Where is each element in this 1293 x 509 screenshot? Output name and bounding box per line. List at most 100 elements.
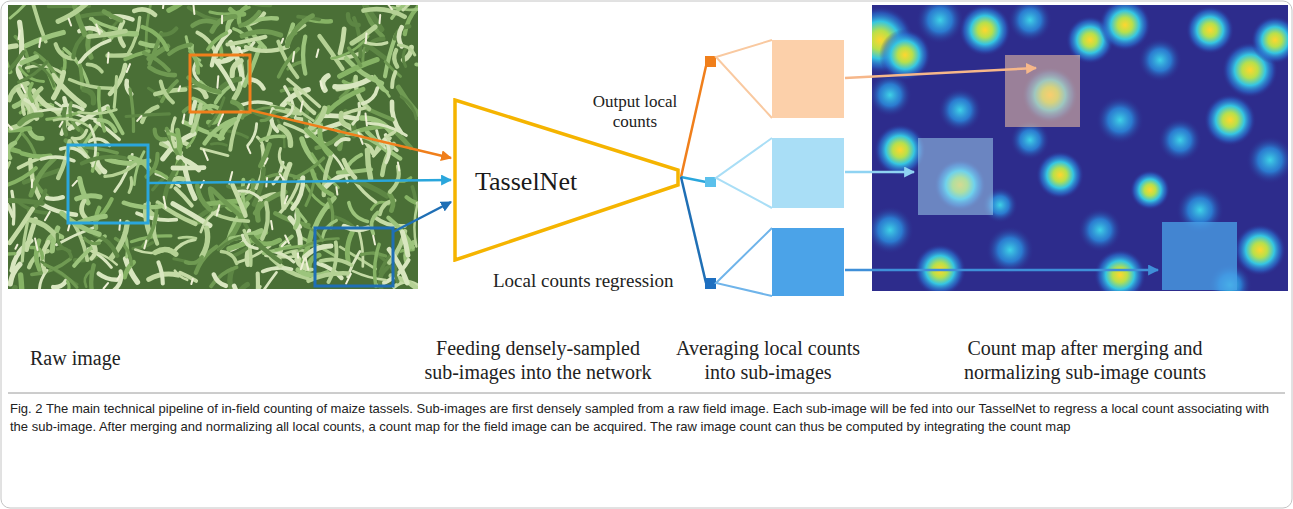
leaf (95, 235, 117, 256)
density-blob (1204, 94, 1256, 146)
leaf (134, 9, 155, 15)
density-blob (1130, 170, 1170, 210)
leaf (22, 85, 26, 92)
leaf (243, 235, 258, 248)
caption-rule (8, 393, 1285, 394)
leaf (87, 64, 102, 71)
feed-arrow (393, 202, 451, 232)
feed-arrow (250, 110, 451, 158)
density-blob (914, 244, 966, 291)
leaf (80, 40, 110, 62)
leaf (288, 79, 320, 106)
leaf (193, 5, 194, 14)
sub-image-count (772, 228, 844, 296)
leaf (8, 163, 10, 196)
leaf (53, 280, 66, 287)
leaf (242, 31, 281, 36)
leaf (216, 76, 219, 88)
leaf (349, 203, 368, 222)
leaf (179, 237, 196, 238)
leaf (359, 133, 363, 144)
map-square (1162, 222, 1237, 290)
leaf (390, 167, 399, 192)
leaf (73, 34, 87, 58)
leaf (389, 5, 392, 9)
density-blob (986, 226, 1034, 274)
leaf (262, 203, 268, 239)
leaf (285, 196, 288, 203)
leaf (281, 236, 292, 245)
leaf (15, 245, 17, 249)
leaf (358, 226, 363, 266)
leaf (282, 242, 286, 246)
figure-caption: Fig. 2 The main technical pipeline of in… (10, 400, 1282, 436)
leaf (19, 31, 20, 40)
leaf (137, 116, 141, 121)
leaf (183, 114, 185, 123)
leaf (64, 49, 88, 85)
leaf (172, 118, 175, 147)
leaf (73, 181, 77, 186)
leaf (312, 171, 332, 195)
leaf (129, 178, 131, 193)
leaf (162, 29, 177, 35)
leaf (162, 5, 165, 8)
leaf (74, 236, 105, 265)
leaf (82, 157, 125, 164)
merge-arrow (845, 68, 1036, 78)
sample-box (190, 55, 250, 112)
leaf (61, 281, 69, 289)
leaf (306, 258, 309, 270)
leaf (261, 136, 285, 140)
density-blobs (872, 5, 1288, 291)
leaf (261, 145, 270, 166)
density-blob (916, 5, 964, 44)
leaf (365, 43, 387, 45)
leaf (91, 265, 97, 289)
leaf (237, 285, 247, 290)
stage-label: Raw image (30, 346, 190, 370)
leaf (401, 97, 416, 119)
stage-label: Feeding densely-sampled sub-images into … (418, 336, 658, 384)
leaf (335, 80, 369, 88)
density-blob (1036, 151, 1084, 199)
leaf (186, 257, 202, 263)
leaf (394, 50, 397, 67)
leaf (287, 33, 296, 46)
leaf (188, 78, 219, 92)
density-blob (1158, 118, 1202, 162)
density-blob (872, 206, 914, 254)
leaf (297, 253, 299, 258)
leaf (22, 57, 37, 63)
local-count (705, 56, 716, 67)
leaf (279, 148, 286, 169)
leaf (69, 19, 72, 26)
output-line (681, 66, 706, 177)
leaf (39, 39, 40, 48)
leaf (70, 80, 112, 89)
leaf (54, 119, 90, 128)
leaf (214, 275, 226, 286)
leaf (68, 225, 70, 231)
leaf (403, 46, 407, 66)
leaf (302, 139, 315, 162)
density-blob (1096, 96, 1144, 144)
averaging-fan (716, 40, 772, 118)
leaf (294, 158, 323, 178)
leaf (336, 187, 337, 194)
leaf (371, 212, 377, 233)
leaf (31, 158, 55, 195)
leaf (20, 115, 42, 124)
leaf (363, 88, 378, 104)
leaf (104, 12, 121, 21)
leaf (215, 60, 234, 89)
leaf (398, 45, 415, 55)
leaf (10, 264, 20, 284)
leaf (70, 103, 79, 130)
leaf (8, 254, 15, 263)
leaf (321, 260, 352, 266)
leaf (328, 89, 364, 112)
sample-box (315, 228, 393, 286)
leaf (107, 53, 110, 63)
leaf (45, 212, 50, 220)
